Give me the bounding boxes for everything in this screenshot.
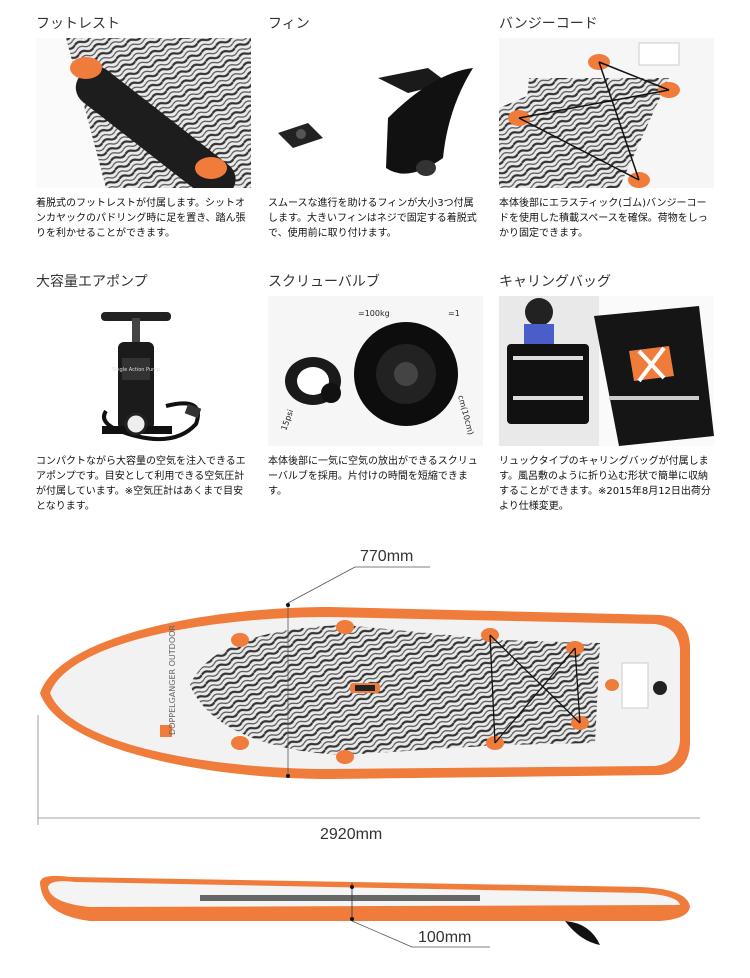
feature-title: フットレスト — [36, 16, 120, 32]
valve-label-2: =1 — [448, 309, 460, 318]
fin-photo — [268, 38, 483, 188]
feature-text: 本体後部に一気に空気の放出ができるスクリューバルブを採用。片付けの時間を短縮でき… — [268, 456, 478, 497]
brand-logo: DOPPELGANGER OUTDOOR — [168, 625, 177, 735]
board-top-view: DOPPELGANGER OUTDOOR — [37, 566, 700, 825]
thickness-label: 100mm — [418, 929, 472, 946]
length-label: 2920mm — [320, 826, 383, 843]
feature-text: リュックタイプのキャリングバッグが付属します。風呂敷のように折り込む形状で簡単に… — [499, 456, 711, 512]
feature-text: スムースな進行を助けるフィンが大小3つ付属します。大きいフィンはネジで固定する着… — [268, 198, 477, 239]
valve-side-label-2: cm(10cm) — [456, 394, 475, 436]
feature-footrest: フットレスト 着脱式のフットレストが付属します。シットオンカヤックのパドリング時… — [36, 14, 251, 241]
valve-label: =100kg — [358, 309, 390, 318]
bag-photo — [499, 296, 714, 446]
board-side-diagram: 100mm — [0, 865, 750, 974]
valve-photo: =100kg =1 15psi cm(10cm) — [268, 296, 483, 446]
feature-title: 大容量エアポンプ — [36, 274, 148, 290]
feature-title: スクリューバルブ — [268, 274, 380, 290]
feature-valve: スクリューバルブ =100kg =1 15psi cm(10cm) 本体後部に一… — [268, 272, 483, 499]
board-side-view — [40, 875, 690, 948]
feature-text: 本体後部にエラスティック(ゴム)バンジーコードを使用した積載スペースを確保。荷物… — [499, 198, 708, 239]
feature-fin: フィン スムースな進行を助けるフィンが大小3つ付属します。大きいフィンはネジで固… — [268, 14, 483, 241]
footrest-photo — [36, 38, 251, 188]
feature-title: フィン — [268, 16, 310, 32]
valve-side-label: 15psi — [279, 408, 295, 431]
feature-text: 着脱式のフットレストが付属します。シットオンカヤックのパドリング時に足を置き、踏… — [36, 198, 246, 239]
width-label: 770mm — [360, 548, 414, 565]
feature-bungee: バンジーコード 本体後部にエラスティック(ゴム)バンジーコードを使用した積載スペ… — [499, 14, 714, 241]
pump-brand: Single Action Pump — [112, 367, 160, 373]
feature-title: バンジーコード — [499, 16, 598, 32]
feature-bag: キャリングバッグ リュックタイプのキャリングバッグが付属します。風呂敷のように折… — [499, 272, 714, 514]
bungee-photo — [499, 38, 714, 188]
feature-text: コンパクトながら大容量の空気を注入できるエアポンプです。目安として利用できる空気… — [36, 456, 246, 512]
feature-title: キャリングバッグ — [499, 274, 611, 290]
board-dimension-diagram: DOPPELGANGER OUTDOOR 770mm 2920mm — [0, 545, 750, 845]
pump-photo: Single Action Pump — [36, 296, 251, 446]
feature-pump: 大容量エアポンプ Single Action Pump コンパクトながら大容量の… — [36, 272, 251, 514]
